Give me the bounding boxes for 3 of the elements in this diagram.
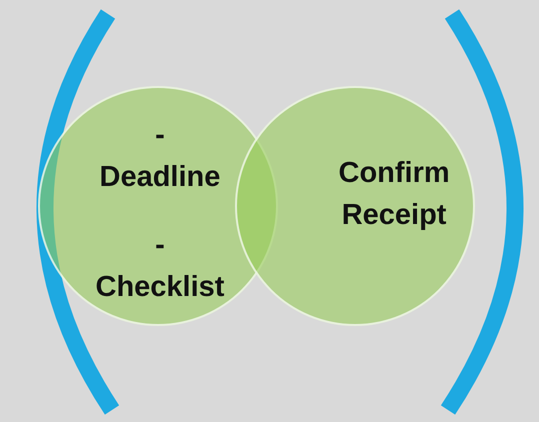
circle-label: - Checklist xyxy=(96,228,224,306)
circle-label: Confirm Receipt xyxy=(338,156,450,234)
circle-label: - Deadline xyxy=(100,118,220,196)
